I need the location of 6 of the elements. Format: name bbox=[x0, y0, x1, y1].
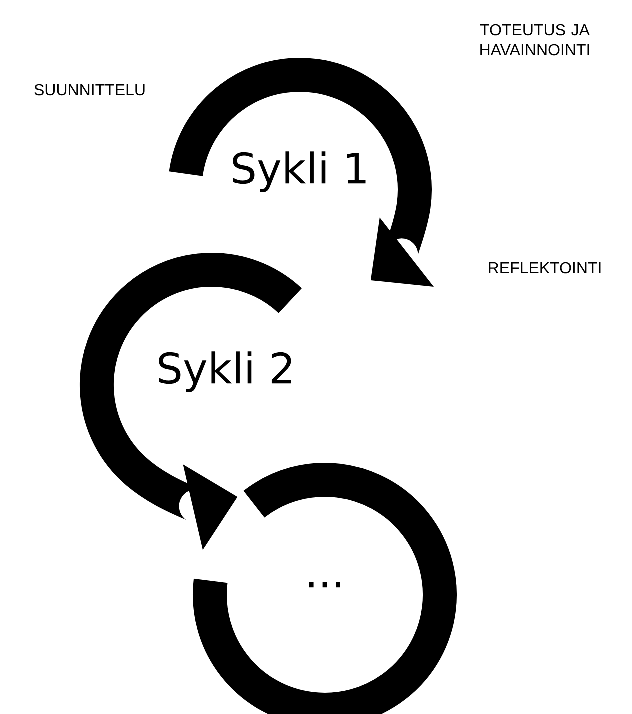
phase-label: TOTEUTUS JA HAVAINNOINTI bbox=[480, 24, 590, 56]
cycle-label: Sykli 2 bbox=[159, 352, 292, 392]
phase-label: REFLEKTOINTI bbox=[489, 262, 601, 274]
cycle-label: ... bbox=[309, 582, 340, 588]
phase-label: SUUNNITTELU bbox=[34, 84, 145, 96]
cycle-label: Sykli 1 bbox=[233, 152, 366, 192]
